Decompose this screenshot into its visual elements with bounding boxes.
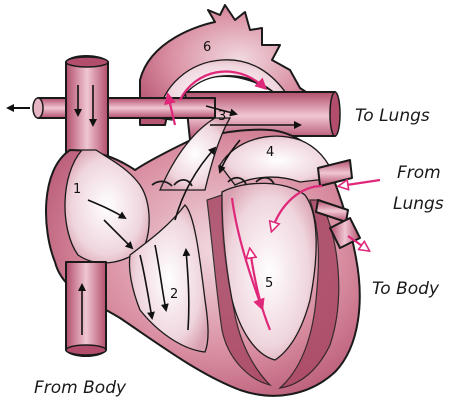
label-to-lungs: To Lungs bbox=[355, 106, 430, 126]
number-3: 3 bbox=[218, 109, 226, 124]
right-atrium bbox=[65, 150, 149, 263]
superior-vena-cava bbox=[66, 56, 108, 160]
number-6: 6 bbox=[203, 40, 211, 55]
number-1: 1 bbox=[73, 182, 81, 197]
number-2: 2 bbox=[170, 287, 178, 302]
label-to-body: To Body bbox=[372, 279, 440, 299]
number-5: 5 bbox=[265, 276, 273, 291]
pink-arrow-from-lungs bbox=[340, 180, 380, 186]
left-vessel-tube bbox=[8, 98, 215, 118]
label-from-lungs-line1: From bbox=[397, 163, 441, 183]
inferior-vena-cava bbox=[66, 262, 106, 356]
number-4: 4 bbox=[266, 145, 274, 160]
label-from-body: From Body bbox=[34, 378, 127, 398]
label-from-lungs-line2: Lungs bbox=[393, 194, 444, 214]
